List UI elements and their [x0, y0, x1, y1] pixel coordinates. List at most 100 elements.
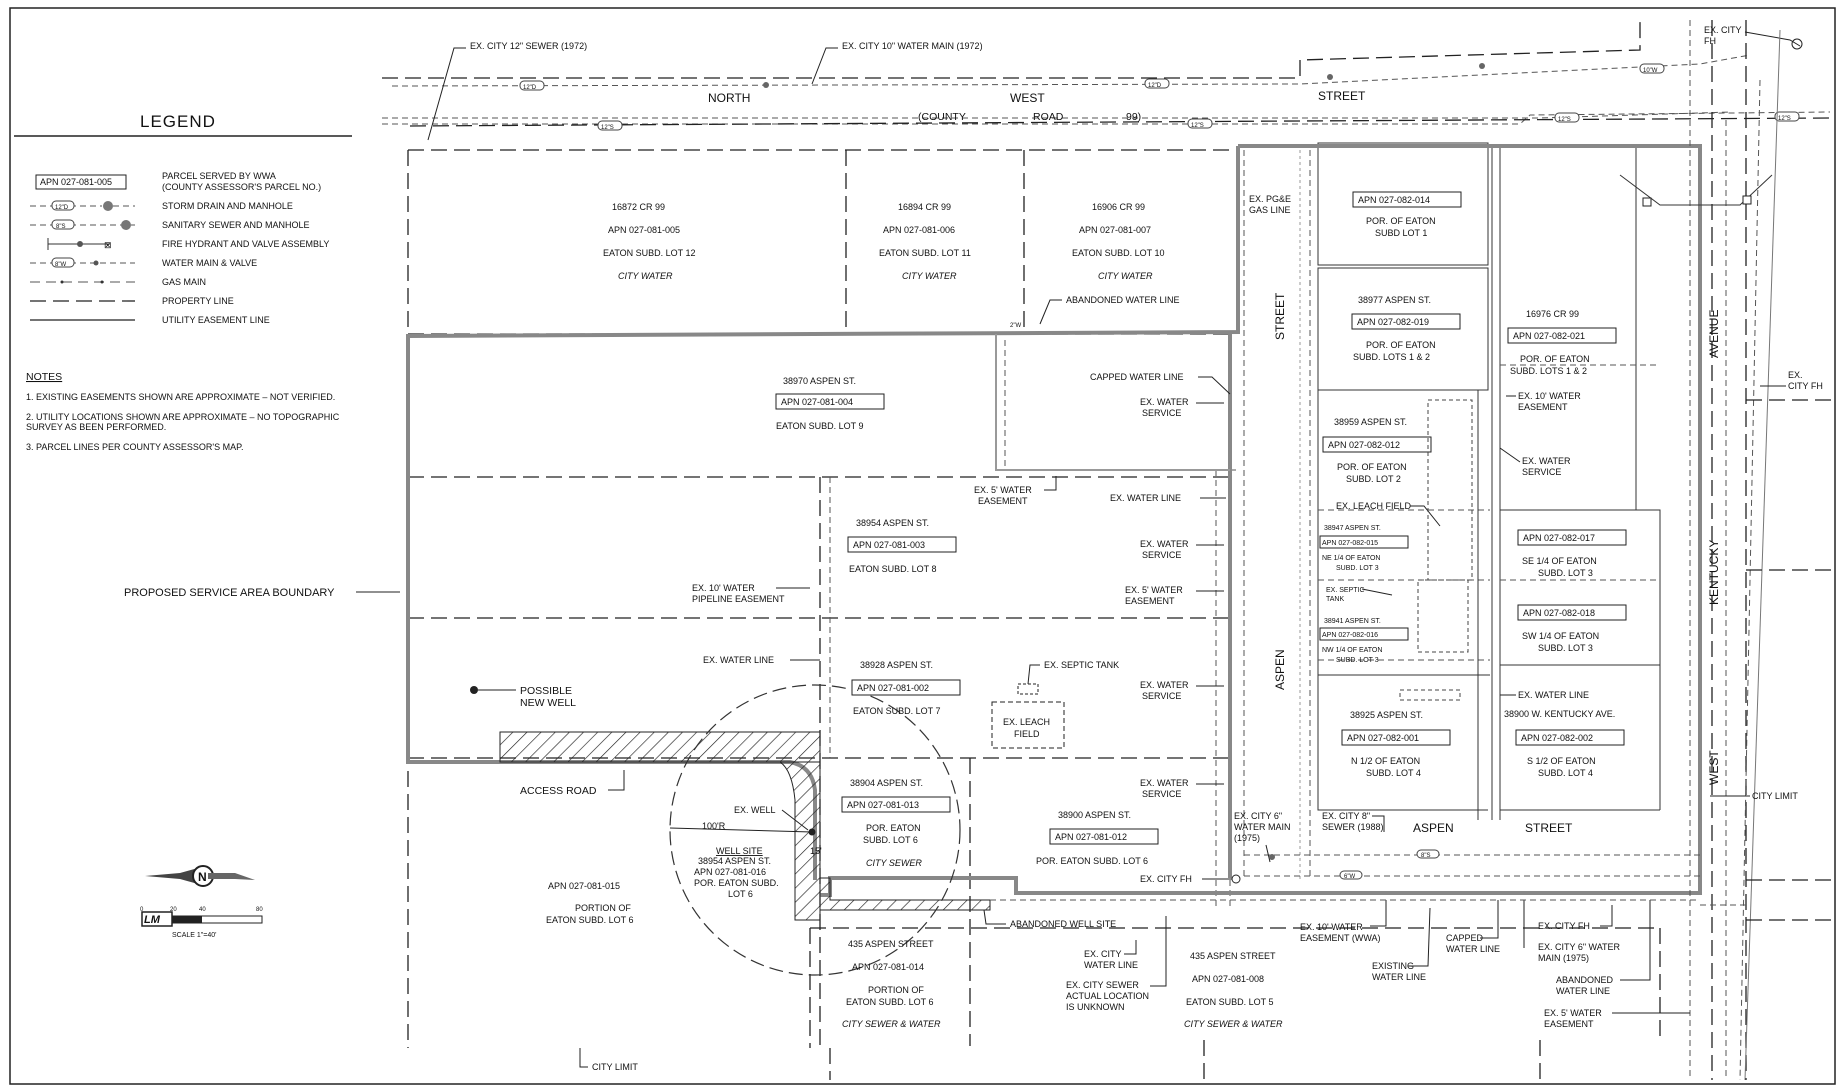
callout-water10: EX. CITY 10" WATER MAIN (1972) [842, 41, 983, 51]
aspen-street: STREET ASPEN ASPEN STREET 8"S 6"W [1243, 150, 1700, 880]
parcel-9-apn: APN 027-081-014 [852, 962, 924, 972]
callout-ex-water-service-3b: SERVICE [1142, 691, 1181, 701]
bottom-lines [829, 899, 1835, 1080]
parcel-16-apn: APN 027-082-001 [1347, 733, 1419, 743]
parcel-16-sub: N 1/2 OF EATON [1351, 756, 1420, 766]
legend: LEGEND APN 027-081-005 PARCEL SERVED BY … [14, 112, 352, 325]
parcel-6-apn: APN 027-081-013 [847, 800, 919, 810]
scale-tick-20: 20 [170, 907, 177, 913]
parcel-10-sub: EATON SUBD. LOT 5 [1186, 997, 1274, 1007]
callout-excity-sewer: EX. CITY SEWER [1066, 980, 1139, 990]
callout-ex5-easement: EX. 5' WATER [974, 485, 1032, 495]
parcel-9-svc: CITY SEWER & WATER [842, 1019, 941, 1029]
parcel-20-sub2: SUBD. LOT 4 [1538, 768, 1593, 778]
scale-tick-0: 0 [140, 907, 144, 913]
callout-possible-well: POSSIBLE [520, 685, 572, 697]
parcel-15-sub: NW 1/4 OF EATON [1322, 647, 1382, 654]
parcel-11-apn: APN 027-082-014 [1358, 195, 1430, 205]
parcel-10-apn: APN 027-081-008 [1192, 974, 1264, 984]
callout-ex-water-service-2b: SERVICE [1142, 550, 1181, 560]
parcel-19-apn: APN 027-082-018 [1523, 608, 1595, 618]
callout-excity-6-main: EX. CITY 6" WATER [1538, 942, 1621, 952]
callout-ex-water-service-1b: SERVICE [1142, 408, 1181, 418]
parcel-3-addr: 38970 ASPEN ST. [783, 376, 856, 386]
callout-excity-fh-right-2: CITY FH [1788, 381, 1823, 391]
notes: NOTES 1. EXISTING EASEMENTS SHOWN ARE AP… [26, 371, 340, 452]
callout-excity-8-sewer-2: SEWER (1988) [1322, 822, 1384, 832]
callout-existing-water-2: WATER LINE [1372, 972, 1426, 982]
street-label-county: (COUNTY [918, 111, 966, 123]
parcel-8-sub2: EATON SUBD. LOT 6 [546, 915, 634, 925]
pipe-tag-12d-2: 12"D [1148, 83, 1162, 89]
note-2: 2. UTILITY LOCATIONS SHOWN ARE APPROXIMA… [26, 412, 340, 422]
parcel-3-sub: EATON SUBD. LOT 9 [776, 421, 864, 431]
scale-logo: LM [144, 914, 161, 926]
parcel-14-addr: 38947 ASPEN ST. [1324, 525, 1381, 532]
callout-excity-6c: (1975) [1234, 833, 1260, 843]
callout-excity-sewer-2: ACTUAL LOCATION [1066, 991, 1149, 1001]
parcel-4-sub: EATON SUBD. LOT 8 [849, 564, 937, 574]
north-arrow: N [145, 865, 255, 887]
callout-excity-fh: EX. CITY [1704, 25, 1742, 35]
parcel-18-sub2: SUBD. LOT 3 [1538, 568, 1593, 578]
callout-existing-water: EXISTING [1372, 961, 1414, 971]
callout-excity-fh-2: FH [1704, 36, 1716, 46]
parcel-5-apn: APN 027-081-002 [857, 683, 929, 693]
north-arrow-icon: N [198, 870, 207, 884]
street-label-street-h: STREET [1525, 821, 1573, 835]
callout-ex-water-service-4b: SERVICE [1142, 789, 1181, 799]
parcel-14-apn: APN 027-082-015 [1322, 540, 1378, 547]
parcel-4-apn: APN 027-081-003 [853, 540, 925, 550]
parcel-20-sub: S 1/2 OF EATON [1527, 756, 1596, 766]
west-block-parcels [407, 149, 1660, 1048]
parcel-1-apn: APN 027-081-006 [883, 225, 955, 235]
callout-excity-6b: WATER MAIN [1234, 822, 1291, 832]
callout-proposed-boundary: PROPOSED SERVICE AREA BOUNDARY [124, 587, 335, 599]
callout-ex-leach: EX. LEACH [1003, 717, 1050, 727]
parcel-10-svc: CITY SEWER & WATER [1184, 1019, 1283, 1029]
callout-well-site-4: POR. EATON SUBD. [694, 878, 779, 888]
scale-label: SCALE 1"=40' [172, 932, 217, 939]
callout-ex10-pipeline-2: PIPELINE EASEMENT [692, 594, 785, 604]
callout-possible-well-2: NEW WELL [520, 697, 576, 709]
legend-label-easement: UTILITY EASEMENT LINE [162, 315, 270, 325]
parcel-6-sub2: SUBD. LOT 6 [863, 835, 918, 845]
callout-ex10-wwa: EX. 10' WATER [1300, 922, 1363, 932]
pipe-tag-12s-2: 12"S [1191, 123, 1204, 129]
parcel-13-apn: APN 027-082-012 [1328, 440, 1400, 450]
parcel-12-sub2: SUBD. LOTS 1 & 2 [1353, 352, 1430, 362]
well-radius-circle [669, 684, 961, 976]
callout-excity-8-sewer: EX. CITY 8" [1322, 811, 1370, 821]
legend-label-storm: STORM DRAIN AND MANHOLE [162, 201, 293, 211]
callout-ex-water-service-2: EX. WATER [1140, 539, 1189, 549]
callout-pge-gas-2: GAS LINE [1249, 205, 1291, 215]
callout-ex-leach-right: EX. LEACH FIELD [1336, 501, 1412, 511]
street-label-99: 99) [1126, 111, 1141, 123]
parcel-16-addr: 38925 ASPEN ST. [1350, 710, 1423, 720]
callout-ex5-easement-b: EX. 5' WATER [1125, 585, 1183, 595]
parcel-1-sub: EATON SUBD. LOT 11 [879, 248, 971, 258]
callout-15ft: 15' [810, 846, 822, 856]
parcel-14-sub: NE 1/4 OF EATON [1322, 555, 1380, 562]
parcel-10-addr: 435 ASPEN STREET [1190, 951, 1276, 961]
parcel-3-apn: APN 027-081-004 [781, 397, 853, 407]
parcel-labels: 16872 CR 99 APN 027-081-005 EATON SUBD. … [546, 191, 1627, 1029]
callout-abandoned-water: ABANDONED WATER LINE [1066, 295, 1180, 305]
callout-ex-water-line-3: EX. WATER LINE [1518, 690, 1589, 700]
street-label-kentucky: KENTUCKY [1707, 540, 1721, 605]
legend-label-gas: GAS MAIN [162, 277, 206, 287]
callout-excity-fh-right: EX. [1788, 370, 1803, 380]
legend-label-sewer: SANITARY SEWER AND MANHOLE [162, 220, 310, 230]
parcel-6-sub: POR. EATON [866, 823, 921, 833]
parcel-19-sub: SW 1/4 OF EATON [1522, 631, 1599, 641]
parcel-19-sub2: SUBD. LOT 3 [1538, 643, 1593, 653]
legend-label-parcel-2: (COUNTY ASSESSOR'S PARCEL NO.) [162, 182, 321, 192]
callout-ex-septic-right-2: TANK [1326, 596, 1344, 603]
kentucky-avenue: AVENUE KENTUCKY WEST [1619, 20, 1835, 1081]
callout-excity-sewer-3: IS UNKNOWN [1066, 1002, 1125, 1012]
pipe-tag-12s-3: 12"S [1558, 117, 1571, 123]
pipe-tag-6w: 6"W [1344, 874, 1355, 880]
possible-well-icon [470, 686, 478, 694]
parcel-17-addr: 16976 CR 99 [1526, 309, 1579, 319]
